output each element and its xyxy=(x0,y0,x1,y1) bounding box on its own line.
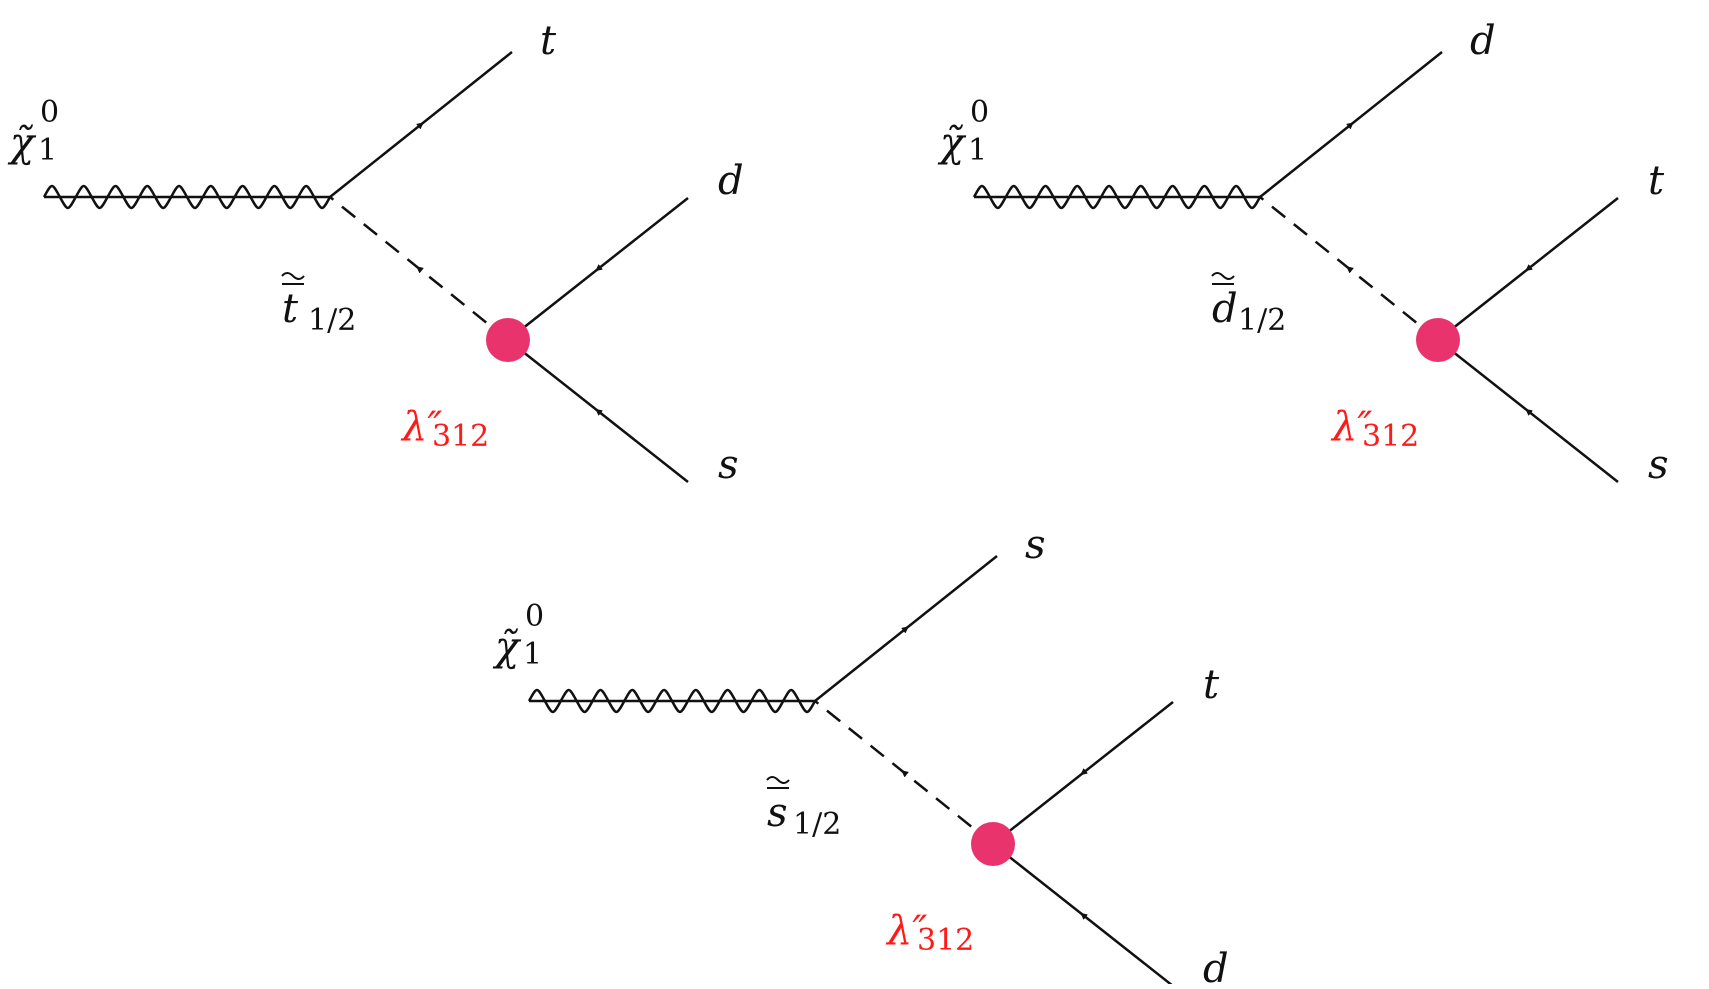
squark-label: s xyxy=(767,790,788,836)
lower-quark-line xyxy=(992,843,1174,987)
squark-propagator xyxy=(814,700,994,845)
outgoing-quark-line xyxy=(814,555,998,702)
neutralino-wave xyxy=(527,688,817,714)
coupling-sub: 312 xyxy=(1362,419,1419,454)
neutralino-label: χ̃ xyxy=(937,120,967,166)
neutralino-label: χ̃ xyxy=(7,120,37,166)
neutralino-sub: 1 xyxy=(38,133,57,168)
upper-quark-label: t xyxy=(1203,662,1220,708)
coupling-label: λ″ xyxy=(885,908,927,954)
coupling-sub: 312 xyxy=(917,923,974,958)
upper-quark-label: d xyxy=(718,158,744,204)
neutralino-label: χ̃ xyxy=(492,624,522,670)
coupling-label: λ″ xyxy=(400,404,442,450)
lower-quark-label: s xyxy=(1648,442,1669,488)
rpv-vertex xyxy=(486,318,530,362)
squark-tilde xyxy=(766,776,790,784)
neutralino-sup: 0 xyxy=(40,95,59,130)
upper-quark-line xyxy=(507,197,689,341)
squark-tilde xyxy=(1211,272,1235,280)
lower-quark-label: s xyxy=(718,442,739,488)
upper-quark-line xyxy=(992,701,1174,845)
squark-label: t xyxy=(282,286,299,332)
outgoing-quark-line xyxy=(329,51,513,198)
lower-quark-line xyxy=(507,339,689,483)
rpv-vertex xyxy=(971,822,1015,866)
squark-sub: 1/2 xyxy=(793,807,841,842)
lower-quark-label: d xyxy=(1203,946,1229,984)
neutralino-wave xyxy=(972,184,1262,210)
outgoing-quark-label: d xyxy=(1470,18,1496,64)
lower-quark-line xyxy=(1437,339,1619,483)
neutralino-wave xyxy=(42,184,332,210)
upper-quark-label: t xyxy=(1648,158,1665,204)
outgoing-quark-line xyxy=(1259,51,1443,198)
squark-sub: 1/2 xyxy=(308,303,356,338)
neutralino-sup: 0 xyxy=(970,95,989,130)
squark-sub: 1/2 xyxy=(1238,303,1286,338)
outgoing-quark-label: t xyxy=(540,18,557,64)
rpv-vertex xyxy=(1416,318,1460,362)
upper-quark-line xyxy=(1437,197,1619,341)
coupling-sub: 312 xyxy=(432,419,489,454)
squark-label: d xyxy=(1212,286,1238,332)
outgoing-quark-label: s xyxy=(1025,522,1046,568)
squark-tilde xyxy=(281,272,305,280)
neutralino-sup: 0 xyxy=(525,599,544,634)
squark-propagator xyxy=(1259,196,1439,341)
neutralino-sub: 1 xyxy=(523,637,542,672)
coupling-label: λ″ xyxy=(1330,404,1372,450)
diagram-1: χ̃01 t d s t 1/2 λ″312 xyxy=(7,18,744,488)
neutralino-sub: 1 xyxy=(968,133,987,168)
squark-propagator xyxy=(329,196,509,341)
